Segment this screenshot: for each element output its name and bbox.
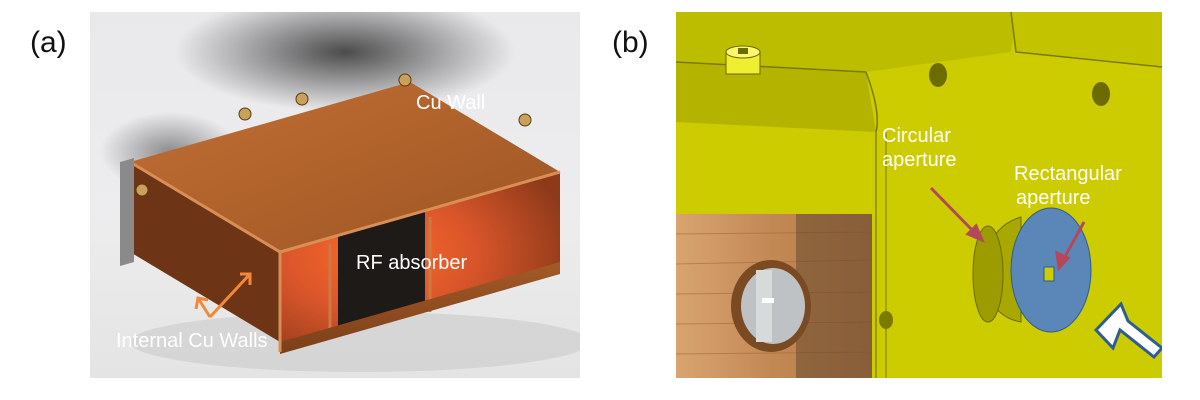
rectangular-aperture-label: Rectangular aperture xyxy=(1014,162,1154,210)
cu-box-photo: Cu Wall RF absorber Internal Cu Walls xyxy=(90,12,580,378)
rf-absorber xyxy=(338,212,425,332)
panel-a-label: (a) xyxy=(30,26,67,59)
screw-icon xyxy=(725,45,761,75)
circular-label-line2: aperture xyxy=(882,149,957,171)
background-shadow xyxy=(175,12,515,112)
input-direction-arrow-icon xyxy=(1093,301,1162,360)
circular-label-line1: Circular xyxy=(882,125,951,147)
panel-b-label: (b) xyxy=(612,26,649,59)
screw-icons xyxy=(135,73,532,197)
rectangular-label-line1: Rectangular xyxy=(1014,163,1122,185)
rectangular-aperture-disc xyxy=(1010,207,1092,333)
internal-cu-walls-label: Internal Cu Walls xyxy=(116,330,268,352)
circular-aperture-label: Circular aperture xyxy=(882,124,1022,172)
rf-absorber-label: RF absorber xyxy=(356,252,468,274)
rectangular-aperture-arrow-icon xyxy=(1055,221,1086,272)
cu-box-illustration xyxy=(100,12,580,372)
cu-left-end xyxy=(130,162,280,342)
rectangular-label-line2: aperture xyxy=(1016,187,1091,209)
circular-aperture xyxy=(972,216,1022,323)
cu-top-wall xyxy=(130,82,560,252)
cu-wall-label: Cu Wall xyxy=(416,92,486,114)
internal-walls-arrow-icon xyxy=(194,272,252,319)
cad-model: Circular aperture Rectangular aperture xyxy=(676,12,1162,378)
cad-illustration xyxy=(676,12,1162,378)
circular-aperture-arrow-icon xyxy=(929,186,985,243)
aperture-inset-photo xyxy=(676,214,872,378)
